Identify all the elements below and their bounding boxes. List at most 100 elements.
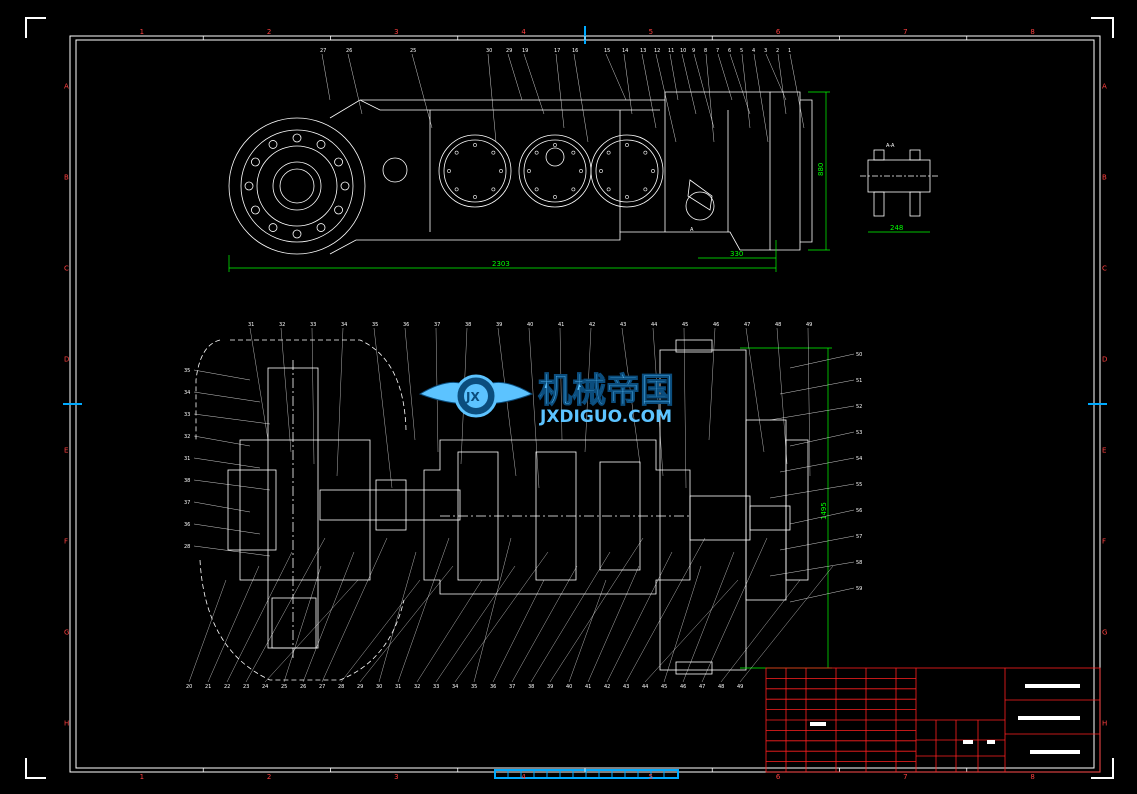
leader-line (682, 551, 735, 683)
leader-line (717, 53, 733, 101)
row-label: C (64, 265, 69, 273)
gear-bolt-hole (527, 169, 531, 173)
leader-line (683, 327, 687, 489)
part-label-bottom: 45 (661, 684, 667, 690)
leader-line (663, 565, 702, 683)
column-label: 7 (903, 773, 907, 781)
part-label-bottom: 47 (699, 684, 705, 690)
bolt-hole (316, 140, 326, 149)
gear-bolt-hole (553, 143, 557, 147)
part-label: 16 (572, 48, 578, 54)
leader-line (193, 391, 261, 403)
part-label-bottom: 42 (604, 684, 610, 690)
part-label: 12 (654, 48, 660, 54)
leader-line (311, 327, 315, 465)
leader-line (555, 53, 565, 129)
gear-bolt-hole (651, 169, 655, 173)
part-label-top: 47 (744, 322, 750, 328)
column-label: 5 (649, 773, 653, 781)
part-label-bottom: 29 (357, 684, 363, 690)
part-label: 19 (522, 48, 528, 54)
part-label-bottom: 25 (281, 684, 287, 690)
leader-line (584, 327, 592, 453)
row-label: D (64, 356, 69, 364)
part-label-left: 37 (184, 500, 190, 506)
part-label-left: 35 (184, 368, 190, 374)
row-label: C (1102, 265, 1107, 273)
part-label-bottom: 44 (642, 684, 648, 690)
part-label-bottom: 41 (585, 684, 591, 690)
part-label-left: 28 (184, 544, 190, 550)
part-label-top: 36 (403, 322, 409, 328)
bolt-hole (251, 205, 260, 215)
part-label-left: 33 (184, 412, 190, 418)
leader-line (347, 53, 363, 115)
flange-bolt-holes (244, 133, 655, 239)
gear-bolt-hole (454, 150, 459, 155)
part-label-top: 44 (651, 322, 657, 328)
part-label-bottom: 34 (452, 684, 458, 690)
bolt-hole (334, 205, 343, 215)
leader-line (701, 537, 768, 683)
leader-line (473, 537, 512, 683)
part-label-bottom: 31 (395, 684, 401, 690)
leader-line (435, 565, 516, 683)
leader-line (193, 545, 271, 557)
sheet-corner-marks (25, 17, 1114, 779)
part-label-top: 31 (248, 322, 254, 328)
part-label-bottom: 36 (490, 684, 496, 690)
part-label-bottom: 27 (319, 684, 325, 690)
leader-line (226, 551, 293, 683)
gear-bolt-hole (447, 169, 451, 173)
row-label: G (1102, 629, 1107, 637)
row-label: F (1102, 538, 1106, 546)
leader-line (492, 579, 545, 683)
leader-line (605, 53, 627, 101)
row-label: F (64, 538, 68, 546)
part-label: 2 (776, 48, 779, 54)
bolt-hole (251, 157, 260, 167)
part-label-right: 55 (856, 482, 862, 488)
leader-line (568, 579, 607, 683)
gear-bolt-hole (473, 143, 477, 147)
part-label-top: 46 (713, 322, 719, 328)
gear-bolt-hole (553, 195, 557, 199)
column-label: 6 (776, 28, 781, 36)
leader-line (789, 587, 855, 603)
leader-line (669, 53, 679, 101)
part-label-bottom: 49 (737, 684, 743, 690)
part-label-bottom: 33 (433, 684, 439, 690)
leader-line (497, 327, 517, 477)
column-label: 2 (267, 28, 271, 36)
row-label: H (64, 720, 69, 728)
leader-line (523, 53, 545, 115)
part-label-right: 53 (856, 430, 862, 436)
part-label-top: 48 (775, 322, 781, 328)
part-label: 10 (680, 48, 686, 54)
leader-line (705, 53, 715, 143)
leader-line (741, 53, 751, 129)
leader-line (769, 483, 855, 499)
leader-line (530, 551, 611, 683)
part-label-bottom: 30 (376, 684, 382, 690)
leader-line (606, 551, 673, 683)
part-label-top: 33 (310, 322, 316, 328)
leader-line (193, 435, 251, 447)
leader-line (652, 327, 664, 477)
part-label-bottom: 22 (224, 684, 230, 690)
section-a-a-view (860, 149, 940, 217)
main-height-dimension: 1495 (820, 502, 828, 520)
leader-line (487, 53, 497, 143)
leader-line (359, 565, 454, 683)
part-label-right: 56 (856, 508, 862, 514)
part-label-right: 54 (856, 456, 862, 462)
row-label: B (64, 174, 69, 182)
column-label: 6 (776, 773, 781, 781)
part-label: 4 (752, 48, 755, 54)
part-label: 30 (486, 48, 492, 54)
leader-line (641, 53, 657, 129)
